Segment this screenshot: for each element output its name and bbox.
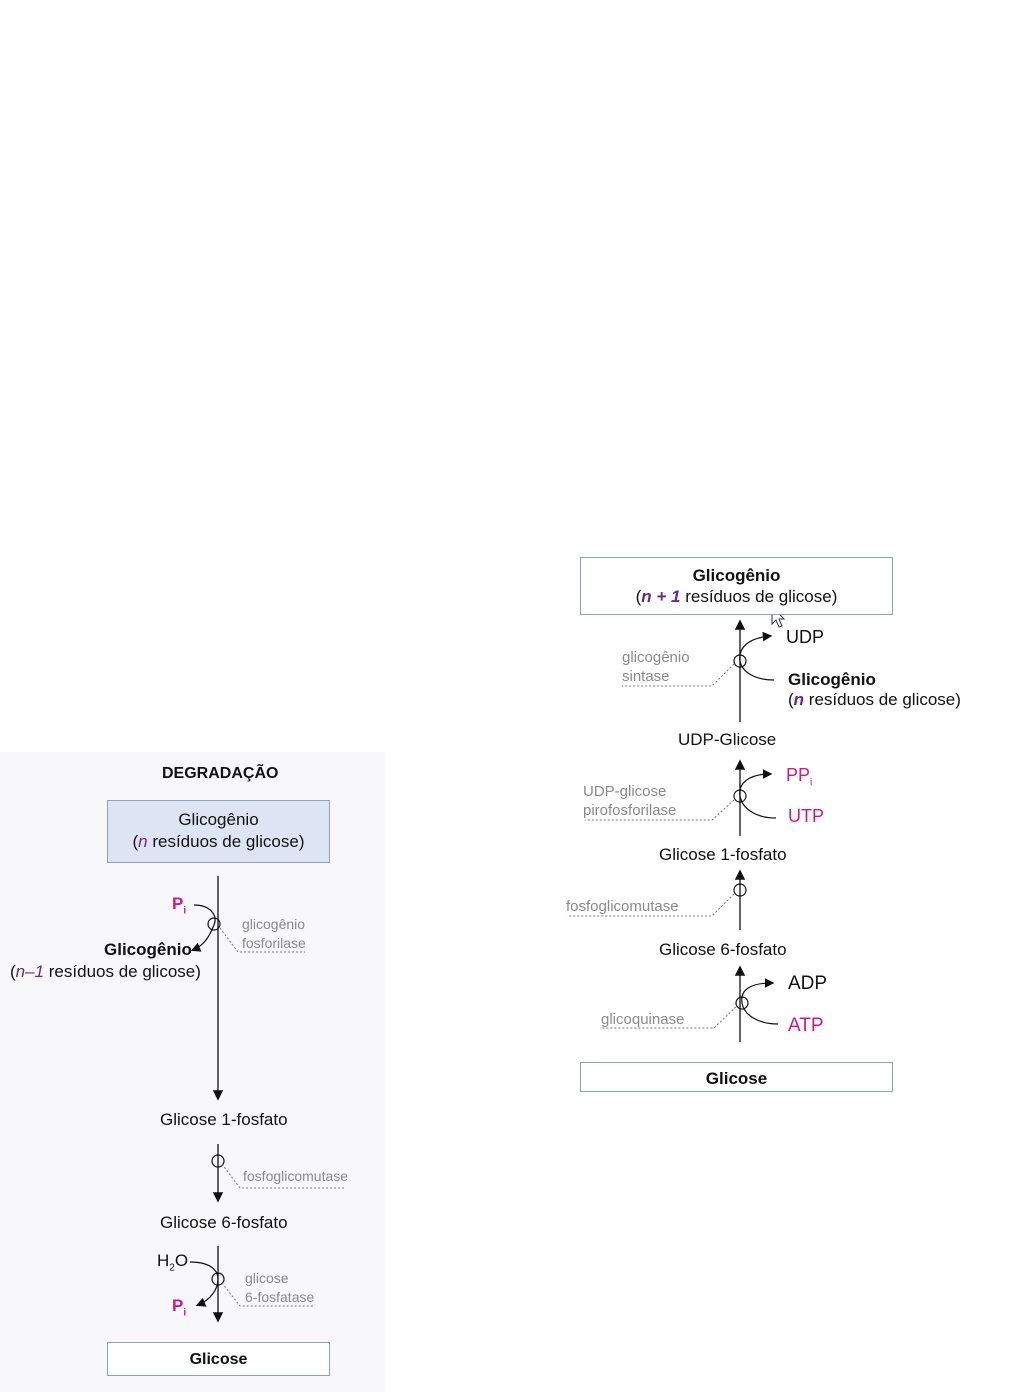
glycogen-n1-label: Glicogênio xyxy=(692,566,781,585)
udp-label: UDP xyxy=(786,627,825,647)
g6p-label: Glicose 6-fosfato xyxy=(160,1213,288,1232)
enzyme-glucokinase: glicoquinase xyxy=(601,1011,685,1028)
pi-in-label: Pi xyxy=(172,894,187,917)
synthesis-enzyme-phosphoglucomutase: fosfoglicomutase xyxy=(566,898,679,915)
glycogen-n-label: Glicogênio xyxy=(788,670,876,689)
g1p-label: Glicose 1-fosfato xyxy=(160,1110,288,1129)
synthesis-glucose-box: Glicose xyxy=(580,1062,893,1092)
ppi-label: PPi xyxy=(786,765,813,789)
glycogen-n-residues: (n resíduos de glicose) xyxy=(788,690,961,709)
glycogen-product-residues: (n–1 resíduos de glicose) xyxy=(10,962,201,981)
glycogen-product-label: Glicogênio xyxy=(104,940,192,959)
utp-label: UTP xyxy=(788,806,824,826)
synthesis-g1p-label: Glicose 1-fosfato xyxy=(659,845,787,864)
degradation-glycogen-box: Glicogênio (n resíduos de glicose) xyxy=(107,800,330,863)
udp-glucose-label: UDP-Glicose xyxy=(678,730,777,749)
glycogen-label: Glicogênio xyxy=(178,810,259,829)
glycogen-residues: (n resíduos de glicose) xyxy=(132,832,305,851)
synthesis-g6p-label: Glicose 6-fosfato xyxy=(659,940,787,959)
adp-label: ADP xyxy=(788,973,828,994)
degradation-title: DEGRADAÇÃO xyxy=(162,765,279,782)
synthesis-glycogen-box: Glicogênio (n + 1 resíduos de glicose) xyxy=(580,557,893,615)
water-label: H2O xyxy=(157,1251,189,1274)
glycogen-n1-residues: (n + 1 resíduos de glicose) xyxy=(635,587,838,606)
atp-label: ATP xyxy=(788,1015,824,1036)
pi-out-label: Pi xyxy=(172,1296,187,1319)
degradation-glucose-box: Glicose xyxy=(107,1342,330,1376)
enzyme-phosphoglucomutase: fosfoglicomutase xyxy=(243,1168,349,1184)
